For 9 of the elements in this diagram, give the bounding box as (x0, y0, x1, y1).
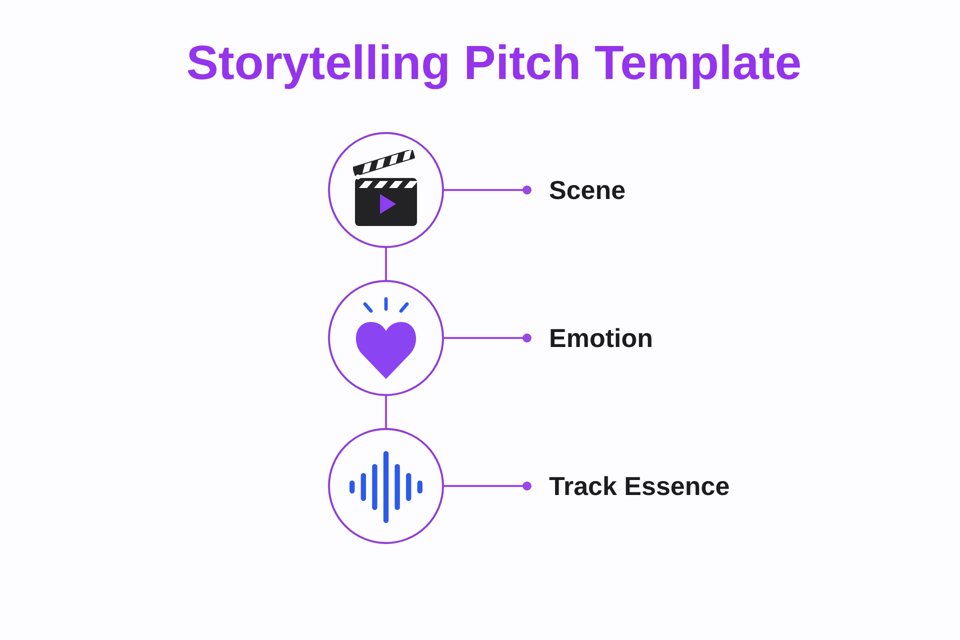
leader-line (444, 186, 532, 194)
step-label: Track Essence (549, 470, 730, 502)
step-label: Emotion (549, 322, 653, 354)
leader-line (444, 334, 532, 342)
title: Storytelling Pitch Template (186, 37, 802, 90)
leader-line (444, 482, 532, 490)
step-label: Scene (549, 174, 626, 206)
connector-line (385, 248, 387, 280)
connector-line (385, 396, 387, 428)
